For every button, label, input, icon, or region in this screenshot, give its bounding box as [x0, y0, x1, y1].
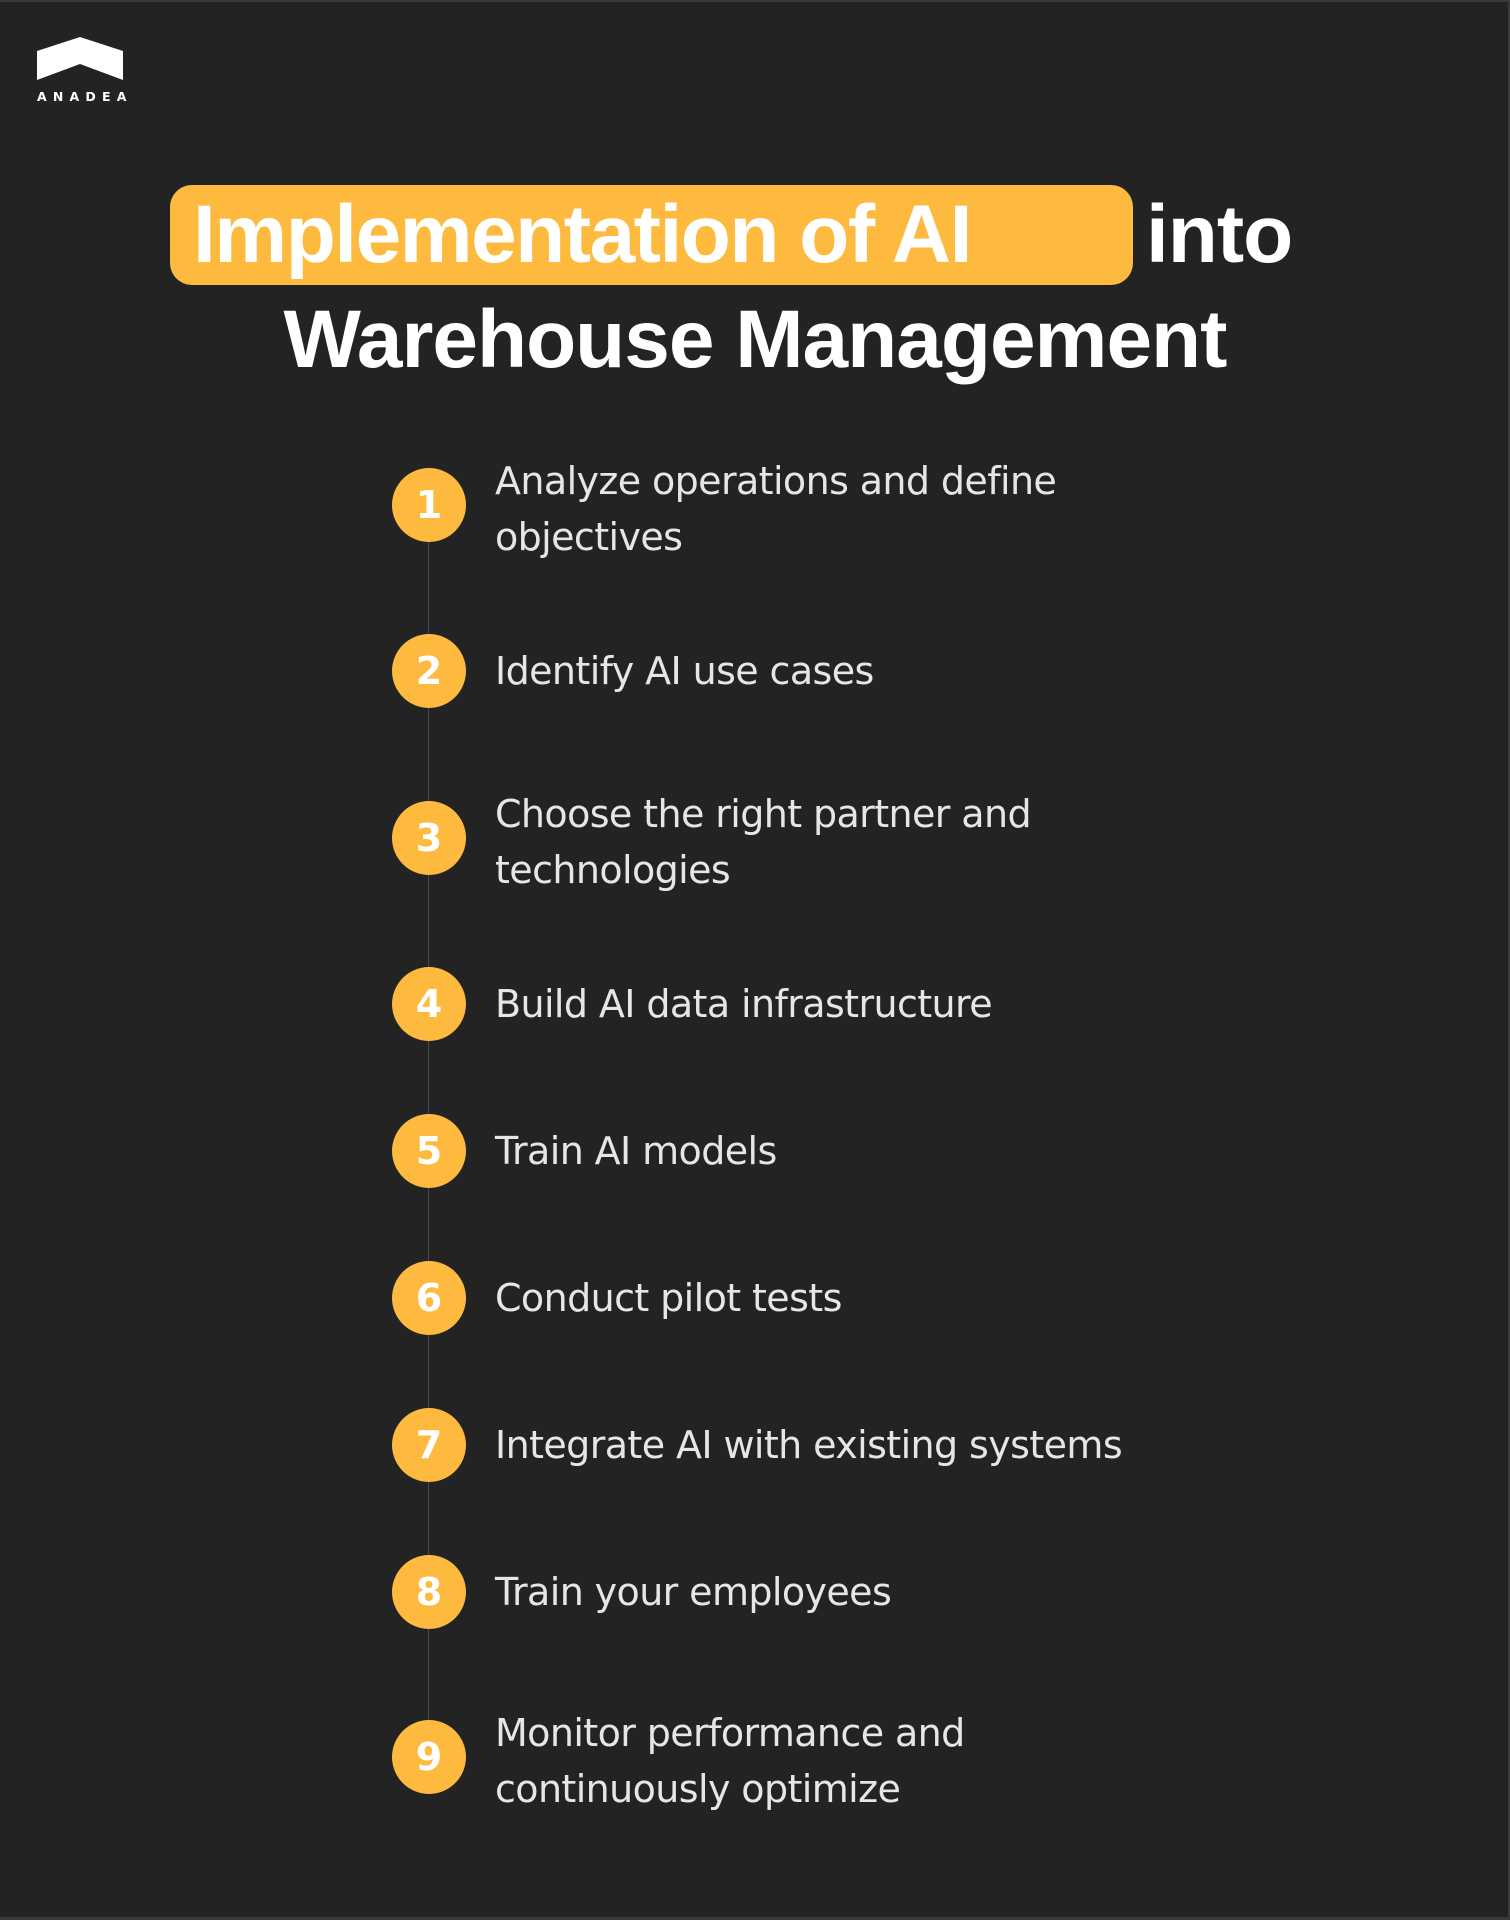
frame-border-top — [0, 0, 1510, 2]
chevron-roof-icon — [37, 37, 123, 80]
title-line-1: Implementation of AI into — [0, 180, 1510, 290]
step-text: Train your employees — [495, 1570, 892, 1614]
step-text: Build AI data infrastructure — [495, 982, 993, 1026]
step-text: Identify AI use cases — [495, 649, 874, 693]
step-number-badge: 8 — [392, 1555, 466, 1629]
brand-logo: ANADEA — [37, 37, 133, 104]
step-number-badge: 2 — [392, 634, 466, 708]
step-text: Analyze operations and define objectives — [495, 459, 1057, 559]
page-title: Implementation of AI into Warehouse Mana… — [0, 180, 1510, 390]
step-number-badge: 3 — [392, 801, 466, 875]
title-highlight-box — [170, 185, 1133, 285]
step-text: Integrate AI with existing systems — [495, 1423, 1123, 1467]
step-text: Train AI models — [495, 1129, 777, 1173]
title-line1-rest: into — [1146, 189, 1293, 280]
step-number-badge: 4 — [392, 967, 466, 1041]
step-number-badge: 7 — [392, 1408, 466, 1482]
title-line-2: Warehouse Management — [283, 294, 1228, 385]
step-text: Choose the right partner and technologie… — [495, 792, 1032, 892]
step-number-badge: 1 — [392, 468, 466, 542]
step-number-badge: 6 — [392, 1261, 466, 1335]
step-text: Conduct pilot tests — [495, 1276, 842, 1320]
brand-name: ANADEA — [37, 89, 133, 104]
title-highlighted-text: Implementation of AI — [193, 189, 972, 280]
step-number-badge: 9 — [392, 1720, 466, 1794]
step-text: Monitor performance and continuously opt… — [495, 1711, 965, 1811]
frame-border-bottom — [0, 1917, 1510, 1920]
step-number-badge: 5 — [392, 1114, 466, 1188]
frame-border-right — [1508, 0, 1510, 1920]
